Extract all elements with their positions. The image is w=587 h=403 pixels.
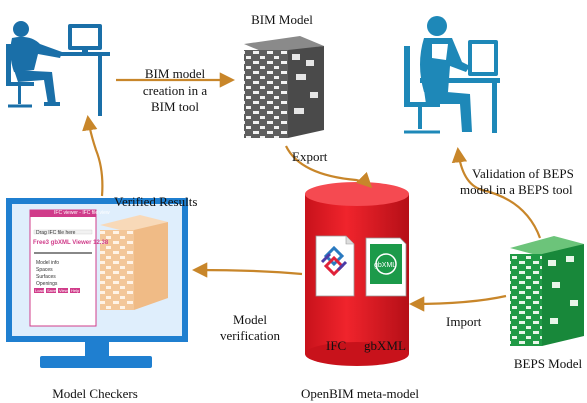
verification-label-2: verification <box>220 328 280 343</box>
ifc-file-icon <box>315 235 355 297</box>
checker-button: Load <box>35 288 44 293</box>
gbxml-file-icon <box>365 237 407 297</box>
validation-label-1: Validation of BEPS <box>472 166 574 181</box>
checker-item: Spaces <box>36 267 53 273</box>
bim-model-label: BIM Model <box>251 12 313 27</box>
checker-button: Save <box>47 288 57 293</box>
arrow-export <box>285 145 373 189</box>
checker-button: View <box>59 288 68 293</box>
openbim-label: OpenBIM meta-model <box>300 386 420 401</box>
checker-item: Surfaces <box>36 274 56 280</box>
arrow-validation <box>451 146 542 239</box>
checker-item: Model info <box>36 260 60 266</box>
export-label: Export <box>292 149 328 164</box>
checker-screen-title: IFC viewer - IFC file view <box>54 210 110 216</box>
checker-screen-dropzone: Drag IFC file here <box>36 230 76 236</box>
arrow-import <box>408 294 507 312</box>
beps-model-building-icon <box>510 236 584 346</box>
verification-label-1: Model <box>233 312 267 327</box>
creation-label-3: BIM tool <box>150 99 200 114</box>
checker-button: Help <box>71 288 80 293</box>
import-label: Import <box>446 314 482 329</box>
creation-label-1: BIM model <box>144 66 206 81</box>
ifc-label: IFC <box>326 338 347 353</box>
gbxml-label: gbXML <box>364 338 406 353</box>
checker-screen-panel <box>29 209 97 327</box>
gbxml-icon-text: gbXML <box>374 262 397 269</box>
bim-model-building-icon <box>244 36 324 138</box>
analyst-person-icon <box>404 16 500 134</box>
arrow-verification <box>191 262 303 278</box>
validation-label-2: model in a BEPS tool <box>460 182 573 197</box>
checker-building-icon <box>100 215 168 310</box>
verified-results-label: Verified Results <box>114 194 198 209</box>
arrow-verified <box>82 114 104 197</box>
checker-item: Openings <box>36 281 58 287</box>
modeler-person-icon <box>6 21 110 116</box>
beps-model-label: BEPS Model <box>513 356 583 371</box>
checker-screen-heading: Free3 gbXML Viewer 12.38 <box>33 240 109 246</box>
creation-label-2: creation in a <box>142 83 208 98</box>
model-checkers-label: Model Checkers <box>52 386 138 401</box>
